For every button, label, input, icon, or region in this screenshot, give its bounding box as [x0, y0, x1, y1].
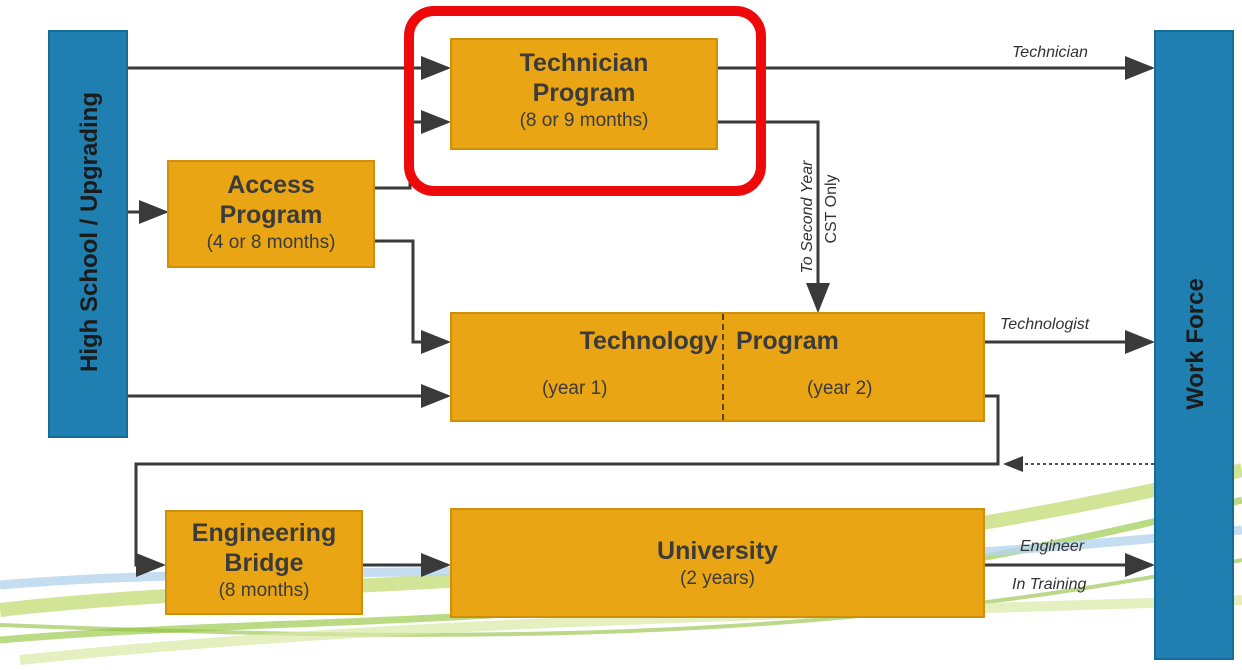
- access-title-2: Program: [219, 201, 323, 229]
- bridge-duration: (8 months): [218, 580, 310, 601]
- technician-title-2: Program: [532, 79, 636, 107]
- university-title: University: [657, 537, 778, 565]
- university-box: University (2 years): [450, 508, 985, 618]
- technology-title-1: Technology: [579, 327, 718, 355]
- in-training-edge-label: In Training: [1012, 576, 1087, 593]
- technology-program-box: Technology Program (year 1) (year 2): [450, 312, 985, 422]
- second-year-label: To Second Year: [799, 160, 816, 274]
- engineering-bridge-box: Engineering Bridge (8 months): [165, 510, 363, 615]
- technologist-edge-label: Technologist: [1000, 316, 1090, 333]
- technician-highlight: [404, 6, 766, 196]
- work-force-label: Work Force: [1182, 278, 1209, 410]
- engineer-edge-label: Engineer: [1020, 538, 1085, 555]
- access-program-box: Access Program (4 or 8 months): [167, 160, 375, 268]
- technician-duration: (8 or 9 months): [519, 110, 649, 131]
- bridge-title-1: Engineering: [191, 519, 337, 547]
- technology-year-2: (year 2): [807, 378, 873, 399]
- technician-program-box: Technician Program (8 or 9 months): [450, 38, 718, 150]
- access-duration: (4 or 8 months): [206, 232, 336, 253]
- technology-divider: [722, 314, 724, 420]
- bridge-title-2: Bridge: [224, 549, 304, 577]
- technology-title-2: Program: [736, 327, 839, 355]
- cst-only-label: CST Only: [823, 174, 840, 244]
- university-duration: (2 years): [680, 568, 755, 589]
- access-title-1: Access: [227, 171, 315, 199]
- high-school-bar: High School / Upgrading: [48, 30, 128, 438]
- technician-title-1: Technician: [519, 49, 649, 77]
- technology-year-1: (year 1): [542, 378, 608, 399]
- technician-edge-label: Technician: [1012, 44, 1088, 61]
- high-school-label: High School / Upgrading: [76, 92, 103, 372]
- work-force-bar: Work Force: [1154, 30, 1234, 660]
